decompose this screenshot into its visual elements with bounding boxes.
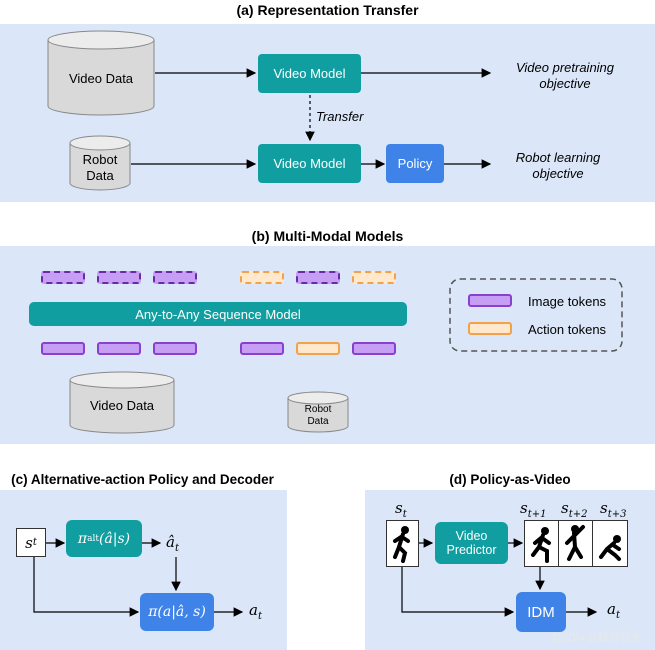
frame-s-t1 xyxy=(524,520,560,567)
output-action-token xyxy=(240,271,284,284)
s-t1-label: st+1 xyxy=(520,499,547,520)
running-figure-icon xyxy=(531,527,551,563)
panel-c-title: (c) Alternative-action Policy and Decode… xyxy=(11,472,274,487)
any-to-any-sequence-model: Any-to-Any Sequence Model xyxy=(29,302,407,326)
legend-image-swatch xyxy=(468,294,512,307)
s-t3-label: st+3 xyxy=(600,499,627,520)
a-t-label-c: at xyxy=(249,601,262,622)
panel-a-title: (a) Representation Transfer xyxy=(236,2,419,18)
robot-data-label-b: Robot Data xyxy=(304,404,332,427)
video-data-label-a: Video Data xyxy=(68,71,134,86)
input-image-token xyxy=(352,342,396,355)
idm-box: IDM xyxy=(516,592,566,632)
video-predictor-box: Video Predictor xyxy=(435,522,508,564)
input-image-token xyxy=(153,342,197,355)
jumping-figure-icon xyxy=(565,525,585,561)
frame-s-t3 xyxy=(592,520,628,567)
pi-decoder-box: π(a|â, s) xyxy=(140,593,214,631)
video-data-cylinder-b xyxy=(69,371,175,434)
frame-s-t xyxy=(386,520,419,567)
panel-d-title: (d) Policy-as-Video xyxy=(449,472,571,487)
video-data-label-b: Video Data xyxy=(89,398,155,413)
watermark: CSDN @硅谷秋水 xyxy=(553,632,643,644)
robot-learning-objective: Robot learning objective xyxy=(515,150,601,181)
policy-box: Policy xyxy=(386,144,444,183)
legend-action-label: Action tokens xyxy=(528,322,607,337)
robot-data-label-a: Robot Data xyxy=(82,152,118,183)
input-image-token xyxy=(97,342,141,355)
output-image-token xyxy=(153,271,197,284)
legend-box xyxy=(449,278,623,352)
a-hat-label: ât xyxy=(166,533,179,554)
a-t-label-d: at xyxy=(607,600,620,621)
output-image-token xyxy=(41,271,85,284)
panel-b-title: (b) Multi-Modal Models xyxy=(251,228,404,244)
output-image-token xyxy=(97,271,141,284)
legend-action-swatch xyxy=(468,322,512,335)
transfer-label: Transfer xyxy=(316,109,364,124)
s-t-label-d: st xyxy=(395,499,407,520)
output-image-token xyxy=(296,271,340,284)
output-action-token xyxy=(352,271,396,284)
input-image-token xyxy=(240,342,284,355)
robot-data-cylinder-a xyxy=(69,135,131,191)
input-action-token xyxy=(296,342,340,355)
legend-image-label: Image tokens xyxy=(528,294,607,309)
video-model-bottom: Video Model xyxy=(258,144,361,183)
running-figure-icon xyxy=(393,526,410,563)
video-model-top: Video Model xyxy=(258,54,361,93)
frame-s-t2 xyxy=(558,520,594,567)
input-image-token xyxy=(41,342,85,355)
s-t2-label: st+2 xyxy=(561,499,588,520)
video-data-cylinder-a xyxy=(47,30,155,116)
crouching-figure-icon xyxy=(599,535,621,561)
robot-data-cylinder-b xyxy=(287,391,349,433)
video-pretraining-objective: Video pretraining objective xyxy=(515,60,615,91)
